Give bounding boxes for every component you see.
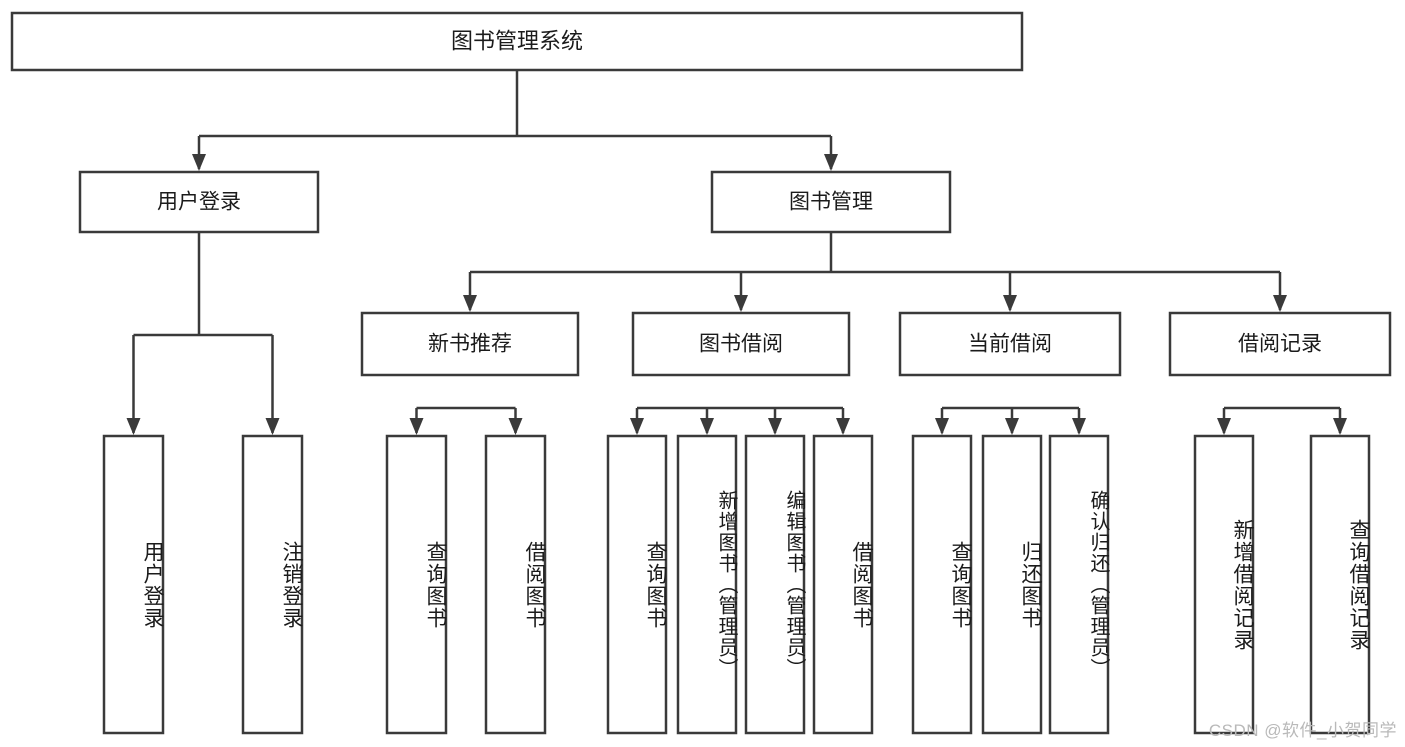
level3-node-box-3[interactable] — [1168, 311, 1392, 377]
arrow-head-icon — [935, 418, 949, 435]
leaf-node-box-7[interactable] — [812, 434, 874, 735]
level3-node-box-0[interactable] — [360, 311, 580, 377]
level2-node-box-0[interactable] — [78, 170, 320, 234]
level2-node-label-1: 图书管理 — [789, 191, 873, 214]
arrow-head-icon — [265, 418, 280, 435]
level3-node-label-1: 图书借阅 — [699, 333, 783, 356]
level3-node-label-0: 新书推荐 — [428, 333, 512, 356]
root-node-box[interactable] — [10, 11, 1024, 72]
leaf-node-box-12[interactable] — [1309, 434, 1371, 735]
level3-node-box-1[interactable] — [631, 311, 851, 377]
arrow-head-icon — [508, 418, 523, 435]
arrow-head-icon — [126, 418, 141, 435]
arrow-head-icon — [463, 295, 477, 312]
leaf-node-box-2[interactable] — [385, 434, 448, 735]
arrow-head-icon — [824, 154, 838, 171]
leaf-node-box-10[interactable] — [1048, 434, 1110, 735]
arrow-head-icon — [1005, 418, 1019, 435]
leaf-node-box-9[interactable] — [981, 434, 1043, 735]
level3-node-box-2[interactable] — [898, 311, 1122, 377]
leaf-node-box-6[interactable] — [744, 434, 806, 735]
arrow-head-icon — [1333, 418, 1347, 435]
arrow-head-icon — [836, 418, 850, 435]
leaf-node-box-8[interactable] — [911, 434, 973, 735]
root-node-label: 图书管理系统 — [451, 28, 583, 53]
leaf-node-box-5[interactable] — [676, 434, 738, 735]
arrow-head-icon — [409, 418, 424, 435]
box-layer — [10, 11, 1392, 735]
arrow-head-icon — [1072, 418, 1086, 435]
connector-layer — [126, 70, 1347, 435]
leaf-node-box-1[interactable] — [241, 434, 304, 735]
arrow-head-icon — [1003, 295, 1017, 312]
watermark-text: CSDN @软件_小贺同学 — [1208, 721, 1397, 740]
level2-node-label-0: 用户登录 — [157, 191, 241, 214]
leaf-node-box-0[interactable] — [102, 434, 165, 735]
level3-node-label-2: 当前借阅 — [968, 333, 1052, 356]
arrow-head-icon — [768, 418, 782, 435]
arrow-head-icon — [1273, 295, 1287, 312]
arrow-head-icon — [734, 295, 748, 312]
leaf-node-box-4[interactable] — [606, 434, 668, 735]
leaf-node-box-3[interactable] — [484, 434, 547, 735]
level2-node-box-1[interactable] — [710, 170, 952, 234]
level3-node-label-3: 借阅记录 — [1238, 333, 1322, 356]
arrow-head-icon — [630, 418, 644, 435]
arrow-head-icon — [192, 154, 206, 171]
arrow-head-icon — [1217, 418, 1231, 435]
arrow-head-icon — [700, 418, 714, 435]
leaf-node-box-11[interactable] — [1193, 434, 1255, 735]
